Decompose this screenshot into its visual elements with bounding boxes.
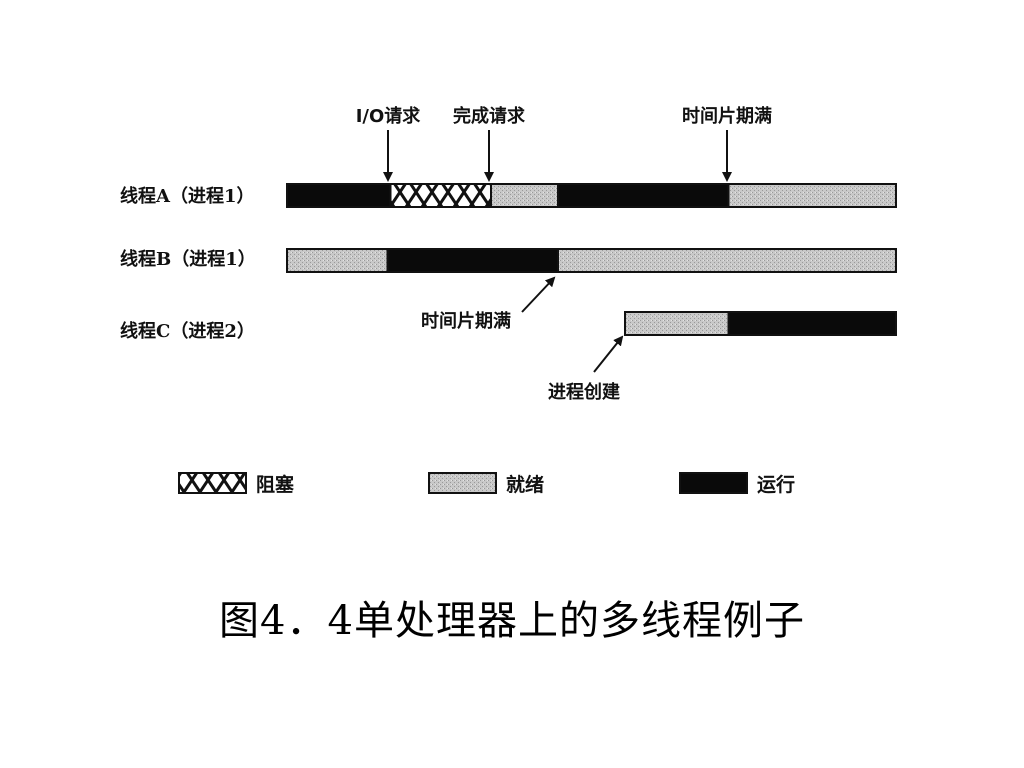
thread-a-timeline [286, 183, 897, 208]
thread-b-segment-ready-2 [557, 248, 897, 273]
io-request-annotation: I/O请求 [356, 105, 422, 127]
thread-b-segment-running-1 [386, 248, 559, 273]
thread-a-segment-ready-4 [727, 183, 897, 208]
thread-c-timeline [624, 311, 897, 336]
legend-ready-label: 就绪 [506, 473, 544, 496]
legend-blocked-swatch [178, 472, 247, 494]
thread-a-segment-running-0 [286, 183, 392, 208]
thread-c-segment-running-1 [727, 311, 897, 336]
process-create-annotation: 进程创建 [548, 381, 620, 403]
legend: 阻塞 就绪 运行 [178, 472, 795, 496]
complete-request-annotation: 完成请求 [453, 105, 526, 127]
thread-a-label: 线程A（进程1） [120, 185, 255, 207]
multithread-timeline-diagram: 线程A（进程1） 线程B（进程1） 线程C（进程2） I/O请求 完成请求 时间… [120, 105, 897, 496]
thread-c-label: 线程C（进程2） [120, 320, 255, 342]
thread-a-segment-blocked-1 [389, 183, 492, 208]
legend-blocked-label: 阻塞 [256, 473, 295, 496]
thread-a-segment-ready-2 [490, 183, 559, 208]
thread-c-segment-ready-0 [624, 311, 730, 336]
thread-b-label: 线程B（进程1） [120, 248, 256, 270]
timeslice-expired-annotation-a: 时间片期满 [682, 105, 772, 127]
legend-running-swatch [679, 472, 748, 494]
process-create-arrow [593, 335, 624, 373]
legend-running-label: 运行 [757, 473, 795, 496]
thread-b-timeline [286, 248, 897, 273]
timeslice-expired-annotation-b: 时间片期满 [421, 310, 511, 332]
timeslice-expired-arrow-b [521, 276, 556, 313]
thread-a-segment-running-3 [557, 183, 730, 208]
figure-caption: 图4．4单处理器上的多线程例子 [219, 598, 805, 644]
thread-b-segment-ready-0 [286, 248, 389, 273]
legend-ready-swatch [428, 472, 497, 494]
